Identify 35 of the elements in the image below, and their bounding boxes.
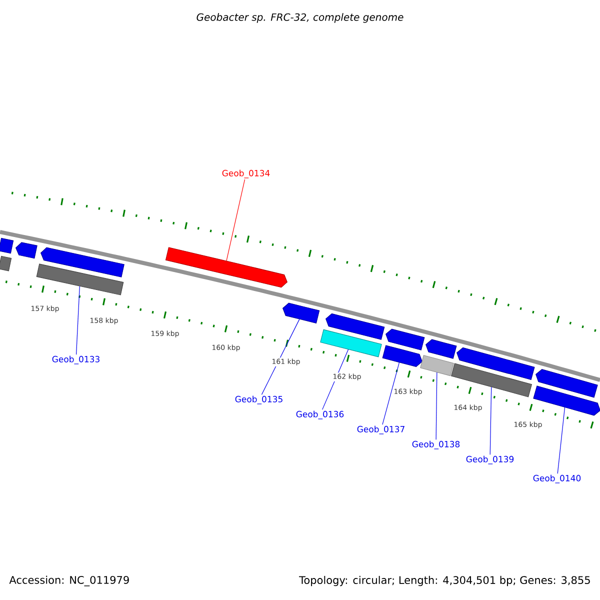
leader-line — [436, 372, 438, 440]
gene-block — [456, 347, 535, 380]
leader-line — [226, 179, 246, 262]
leader-line — [382, 362, 400, 425]
gene-label: Geob_0134 — [222, 170, 270, 178]
gene-label: Geob_0140 — [533, 474, 581, 484]
gene-block — [16, 242, 38, 259]
gene-label: Geob_0138 — [412, 440, 460, 450]
gene-block — [0, 256, 12, 272]
gene-block — [382, 345, 422, 367]
gene-label: Geob_0135 — [235, 396, 282, 404]
gene-block — [326, 313, 385, 340]
gene-label: Geob_0136 — [296, 410, 344, 420]
title: Geobacter sp. FRC-32, complete genome — [196, 13, 404, 23]
gene-block — [533, 386, 600, 416]
leader-line — [76, 286, 80, 355]
gene-block — [451, 363, 532, 398]
leader-line — [557, 407, 566, 474]
gene-block — [386, 328, 425, 350]
gene-block — [536, 369, 598, 398]
gene-block — [36, 264, 124, 296]
leader-line — [490, 386, 492, 455]
genome-info-text: Topology: circular; Length: 4,304,501 bp; Genes: 3,855 — [299, 576, 590, 586]
gene-block — [0, 238, 14, 254]
gene-block — [282, 302, 320, 324]
gene-block — [165, 247, 288, 288]
gene-label: Geob_0133 — [52, 356, 100, 364]
gene-block — [426, 339, 457, 359]
gene-label: Geob_0137 — [357, 426, 404, 434]
accession-text: Accession: NC_011979 — [9, 576, 129, 586]
gene-block — [40, 247, 124, 278]
gene-block — [320, 329, 382, 358]
leader-line — [261, 319, 300, 395]
gene-label: Geob_0139 — [466, 456, 514, 464]
gene-block — [420, 355, 454, 376]
